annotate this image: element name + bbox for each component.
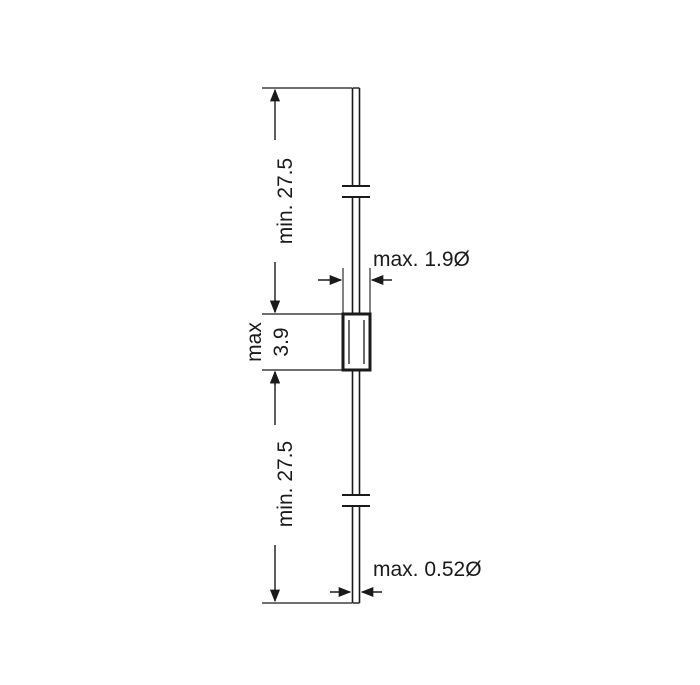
top-lead (342, 87, 370, 314)
bottom-lead (342, 370, 370, 604)
top-lead-length-label: min. 27.5 (274, 158, 297, 244)
body-length-value-label: 3.9 (270, 327, 293, 356)
diode-body (341, 312, 372, 372)
body-diameter-dimension: max. 1.9Ø (318, 248, 470, 313)
lead-diameter-dimension: max. 0.52Ø (330, 558, 482, 598)
bottom-lead-length-label: min. 27.5 (274, 441, 297, 527)
body-diameter-label: max. 1.9Ø (373, 248, 470, 271)
vertical-dimensions: min. 27.5 max 3.9 min. 27.5 (243, 87, 352, 604)
diode-component (341, 87, 372, 604)
lead-diameter-label: max. 0.52Ø (373, 558, 482, 581)
body-length-max-label: max (243, 322, 266, 362)
